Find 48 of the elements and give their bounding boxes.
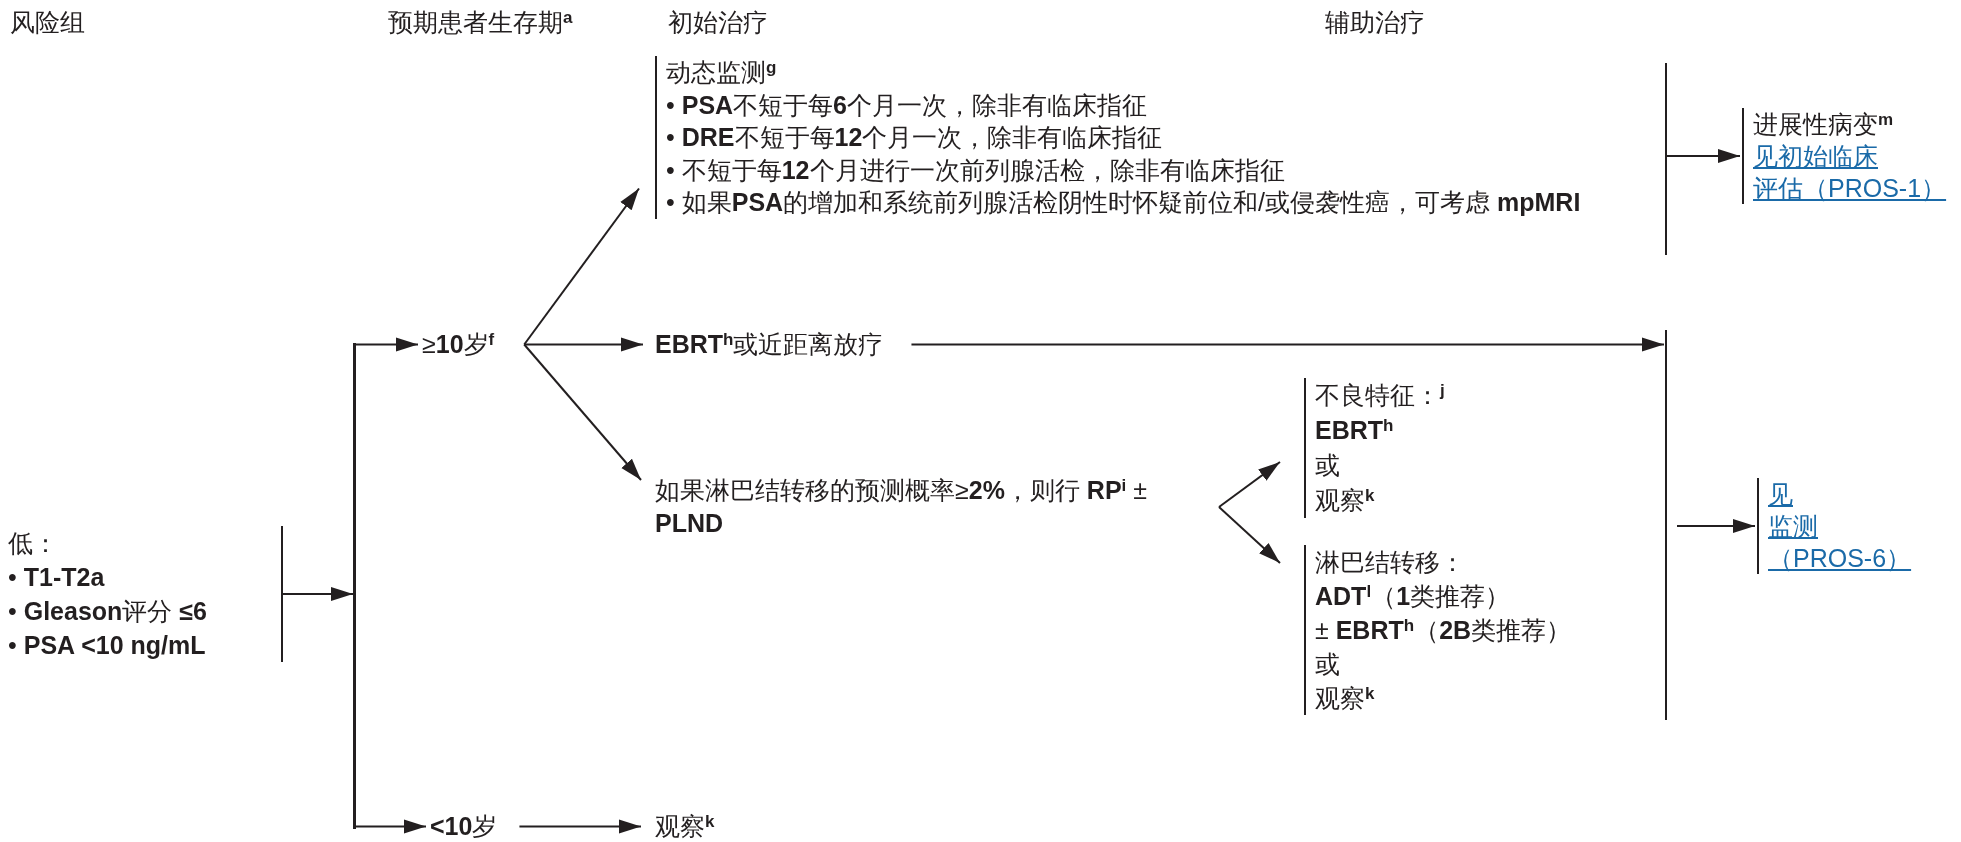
node-text: 如果淋巴结转移的预测概率≥2%，则行 RP$^{i}$ ± PLND: [655, 474, 1215, 540]
arrow: [1676, 519, 1756, 533]
list-item: • Gleason评分 ≤6: [8, 596, 208, 627]
bracket-bar: [353, 343, 356, 829]
arrow: [523, 187, 640, 346]
link: 见: [1768, 479, 1793, 510]
arrow: [1218, 506, 1281, 564]
heading-text: 动态监测$^{g}$: [666, 56, 778, 88]
bracket-group: [1304, 378, 1445, 518]
arrow: [910, 337, 1665, 352]
heading-text: 不良特征：$^{j}$: [1315, 379, 1445, 411]
link: 评估（PROS-1）: [1753, 173, 1947, 204]
node-text: EBRT$^{h}$或近距离放疗: [655, 328, 884, 361]
bracket-group: [8, 526, 283, 662]
arrow: [1218, 461, 1281, 508]
column-header: 预期患者生存期$^{a}$: [388, 6, 573, 38]
node-text: 观察$^{k}$: [655, 810, 715, 842]
list-item: 或: [1315, 649, 1341, 680]
list-item: • DRE不短于每12个月一次，除非有临床指征: [666, 122, 1164, 153]
list-item: • PSA不短于每6个月一次，除非有临床指征: [666, 89, 1148, 121]
list-item: EBRT$^{h}$: [1315, 414, 1395, 446]
link: 监测: [1768, 511, 1818, 542]
arrow: [523, 337, 644, 352]
link: 见初始临床: [1753, 141, 1878, 172]
column-header: 风险组: [10, 7, 85, 38]
list-item: 观察$^{k}$: [1315, 682, 1376, 714]
heading-text: 进展性病变$^{m}$: [1753, 108, 1895, 140]
list-item: 观察$^{k}$: [1315, 484, 1376, 516]
list-item: • 不短于每12个月进行一次前列腺活检，除非有临床指征: [666, 154, 1286, 186]
column-header: 辅助治疗: [1325, 7, 1425, 38]
node-text: <10岁: [430, 810, 498, 842]
arrow: [353, 337, 419, 352]
node-text: ≥10岁$^{f}$: [422, 328, 495, 361]
arrow: [518, 819, 642, 834]
list-item: • T1-T2a: [8, 562, 106, 593]
list-item: • 如果PSA的增加和系统前列腺活检阴性时怀疑前位和/或侵袭性癌，可考虑 mpMRI: [666, 187, 1582, 218]
heading-text: 淋巴结转移：: [1315, 547, 1466, 578]
list-item: 或: [1315, 450, 1341, 481]
column-header: 初始治疗: [668, 7, 768, 38]
heading-text: 低：: [8, 528, 59, 559]
arrow: [523, 343, 642, 481]
arrow: [353, 819, 427, 834]
arrow: [1666, 149, 1741, 163]
link: （PROS-6）: [1768, 543, 1912, 574]
list-item: ± EBRT$^{h}$（2B类推荐）: [1315, 614, 1572, 646]
list-item: ADT$^{l}$（1类推荐）: [1315, 580, 1512, 612]
list-item: • PSA <10 ng/mL: [8, 630, 207, 661]
arrow: [282, 587, 354, 601]
